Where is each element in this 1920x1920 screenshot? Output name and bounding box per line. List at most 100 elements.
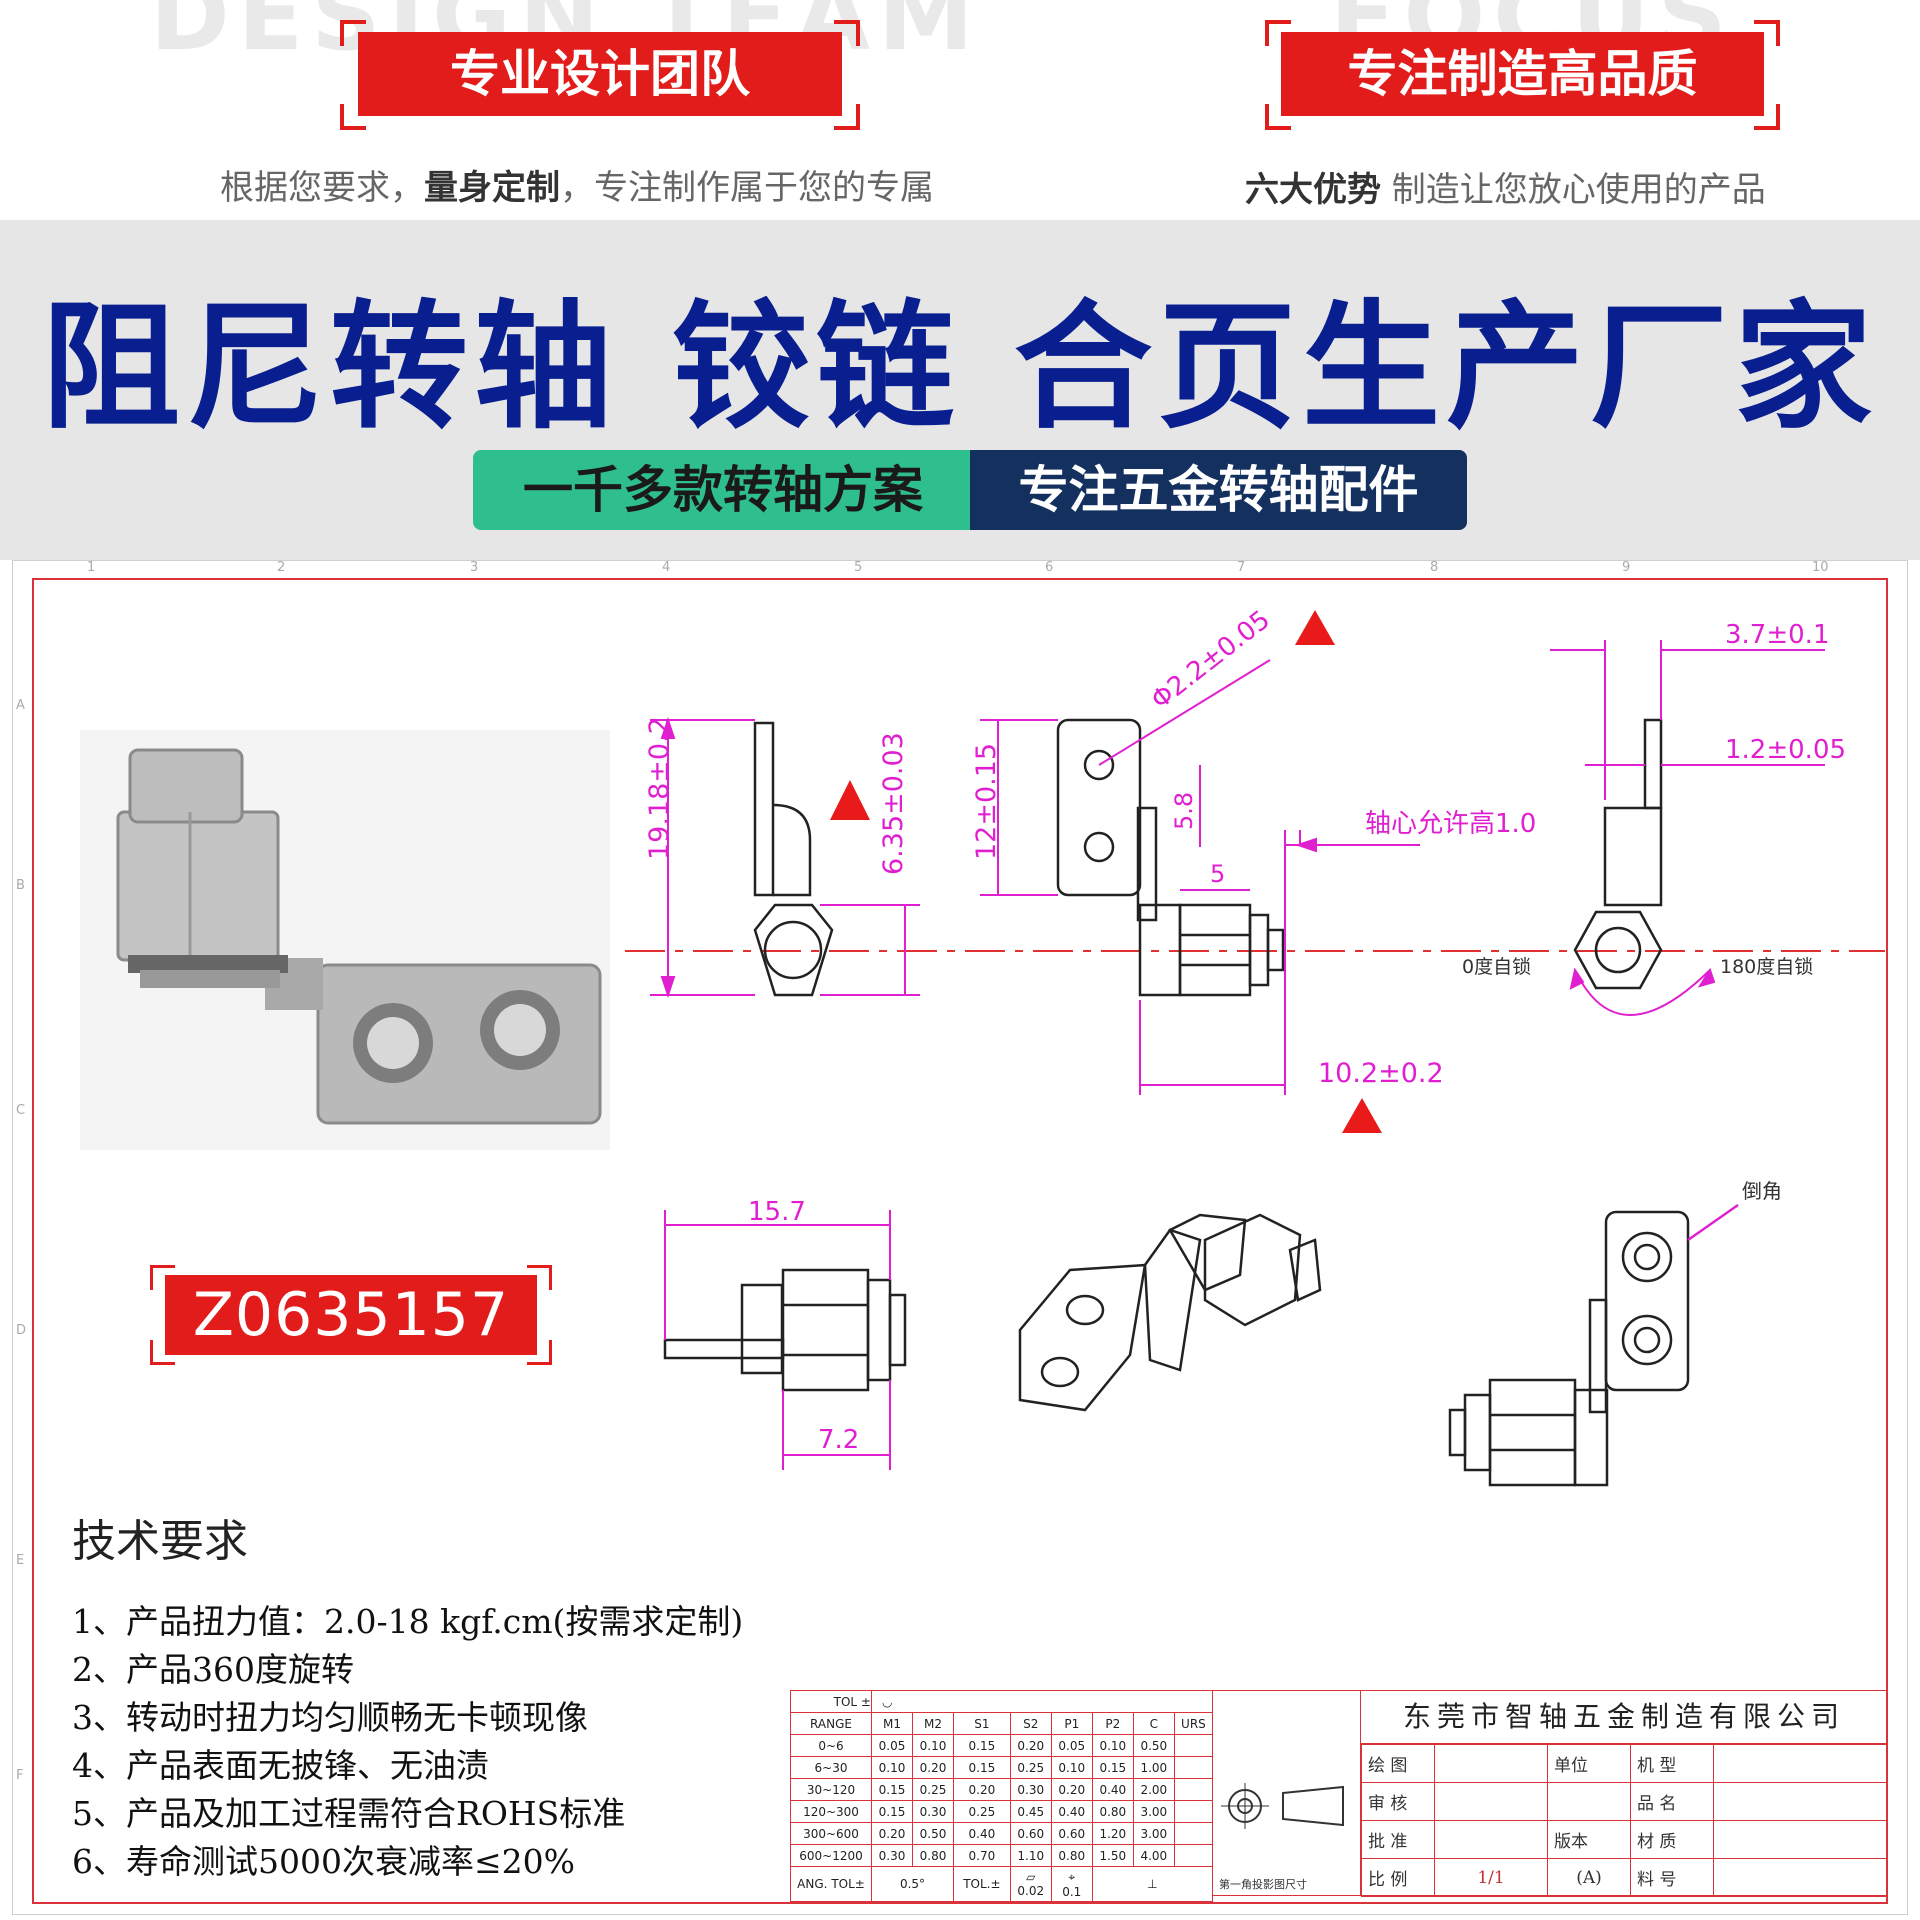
field-approve — [1434, 1820, 1548, 1859]
warning-triangle-icon — [1295, 610, 1335, 645]
table-row: 600~1200 0.30 0.80 0.70 1.10 0.80 1.50 4… — [790, 1844, 1214, 1867]
badge-design-team: 专业设计团队 — [340, 20, 860, 130]
table-cell: 0.15 — [870, 1778, 914, 1801]
grid-letter: E — [16, 1553, 25, 1568]
side-view-dimensions — [650, 716, 920, 999]
table-cell: 0.10 — [870, 1756, 914, 1779]
column-header: URS — [1173, 1712, 1214, 1735]
bottom-view — [663, 1268, 907, 1392]
label-model: 机 型 — [1630, 1744, 1714, 1783]
right-view — [1573, 718, 1663, 990]
grid-number: 9 — [1622, 560, 1631, 575]
table-cell: 0.15 — [953, 1734, 1011, 1757]
grid-number: 2 — [277, 560, 286, 575]
sheet-frame — [32, 578, 1888, 1904]
tol-symbol: ◡ — [871, 1690, 1213, 1713]
ang-label: ANG. — [797, 1877, 828, 1891]
right-view-dimensions — [1550, 640, 1825, 1016]
top-banner: DESIGN TEAM FOCUS 专业设计团队 专注制造高品质 根据您要求，量… — [0, 0, 1920, 220]
bottom-view-dimensions — [664, 1210, 891, 1470]
tol-header: TOL ± — [790, 1690, 872, 1713]
requirement-item: 4、产品表面无披锋、无油渍 — [72, 1746, 489, 1785]
grid-number: 10 — [1812, 560, 1829, 575]
range-cell: 600~1200 — [790, 1844, 872, 1867]
table-cell: 0.80 — [1091, 1800, 1134, 1823]
tagline-left: 一千多款转轴方案 — [473, 450, 973, 530]
field-unit — [1547, 1782, 1631, 1821]
subtitle-left: 根据您要求，量身定制，专注制作属于您的专属 — [220, 160, 934, 209]
table-cell: 0.40 — [1050, 1800, 1093, 1823]
table-cell: 1.00 — [1132, 1756, 1175, 1779]
table-cell: 0.05 — [1050, 1734, 1093, 1757]
grid-letter: A — [16, 698, 25, 713]
table-cell: 3.00 — [1132, 1822, 1175, 1845]
grid-number: 8 — [1430, 560, 1439, 575]
field-draw — [1434, 1744, 1548, 1783]
requirement-item: 6、寿命测试5000次衰减率≤20% — [72, 1842, 575, 1881]
grid-number: 4 — [662, 560, 671, 575]
table-cell: 0.15 — [870, 1800, 914, 1823]
table-cell: 0.20 — [912, 1756, 955, 1779]
table-cell: 0.10 — [1050, 1756, 1093, 1779]
isometric-view — [1018, 1213, 1322, 1412]
dimension-label: 10.2±0.2 — [1318, 1058, 1444, 1089]
tolerance-table: TOL ± ◡ RANGE M1 M2 S1 S2 P1 P2 C URS 0~… — [790, 1690, 1214, 1902]
tol2-label: TOL.± — [953, 1866, 1011, 1902]
page-title: 阻尼转轴 铰链 合页生产厂家 — [41, 287, 1879, 448]
table-cell: 0.10 — [1091, 1734, 1134, 1757]
grid-letter: F — [16, 1768, 24, 1783]
requirements-title: 技术要求 — [72, 1516, 248, 1567]
table-row: 6~30 0.10 0.20 0.15 0.25 0.10 0.15 1.00 — [790, 1756, 1214, 1779]
chamfer-label: 倒角 — [1742, 1179, 1782, 1203]
tagline-right: 专注五金转轴配件 — [970, 450, 1467, 530]
flatness-cell: ⏥0.02 — [1009, 1866, 1052, 1902]
column-header: M1 — [870, 1712, 914, 1735]
table-cell: 0.05 — [870, 1734, 914, 1757]
table-cell: 1.10 — [1009, 1844, 1052, 1867]
dimension-label: 12±0.15 — [971, 743, 1002, 860]
column-header: P1 — [1050, 1712, 1093, 1735]
projection-box: 第一角投影图尺寸 — [1213, 1690, 1361, 1896]
label-part-no: 料 号 — [1630, 1858, 1714, 1897]
badge-quality: 专注制造高品质 — [1265, 20, 1780, 130]
flatness-value: 0.02 — [1017, 1884, 1045, 1898]
grid-number: 5 — [854, 560, 863, 575]
product-photo — [80, 730, 610, 1150]
table-cell: 0.70 — [953, 1844, 1011, 1867]
table-cell: 0.20 — [1009, 1734, 1052, 1757]
label-check: 审 核 — [1361, 1782, 1435, 1821]
lock-label: 0度自锁 — [1462, 956, 1531, 978]
field-name — [1713, 1782, 1887, 1821]
label-unit: 单位 — [1547, 1744, 1631, 1783]
subtitle-text: 制造让您放心使用的产品 — [1381, 170, 1766, 210]
table-cell — [1173, 1844, 1214, 1867]
subtitle-text: 根据您要求， — [220, 168, 424, 208]
table-cell: 0.25 — [1009, 1756, 1052, 1779]
model-badge — [150, 1265, 552, 1365]
requirement-item: 2、产品360度旋转 — [72, 1650, 354, 1689]
table-cell — [1173, 1800, 1214, 1823]
dimension-label: Φ2.2±0.05 — [1146, 605, 1276, 716]
subtitle-bold: 六大优势 — [1245, 170, 1381, 210]
label-draw: 绘 图 — [1361, 1744, 1435, 1783]
table-row: 30~120 0.15 0.25 0.20 0.30 0.20 0.40 2.0… — [790, 1778, 1214, 1801]
label-material: 材 质 — [1630, 1820, 1714, 1859]
dimension-label: 15.7 — [748, 1197, 806, 1227]
table-cell: 0.80 — [1050, 1844, 1093, 1867]
table-cell: 0.40 — [1091, 1778, 1134, 1801]
column-header: P2 — [1091, 1712, 1134, 1735]
ang-value: 0.5° — [870, 1866, 955, 1902]
table-cell: 1.50 — [1091, 1844, 1134, 1867]
range-cell: 30~120 — [790, 1778, 872, 1801]
table-cell: 0.20 — [1050, 1778, 1093, 1801]
table-cell — [1173, 1734, 1214, 1757]
model-number: Z0635157 — [165, 1275, 537, 1355]
scale-value: 1/1 — [1434, 1858, 1548, 1897]
table-cell: 1.20 — [1091, 1822, 1134, 1845]
perpendicular-cell: ⊥ — [1091, 1866, 1214, 1902]
table-cell: 0.50 — [912, 1822, 955, 1845]
table-cell: 0.50 — [1132, 1734, 1175, 1757]
column-header: M2 — [912, 1712, 955, 1735]
table-row: 0~6 0.05 0.10 0.15 0.20 0.05 0.10 0.50 — [790, 1734, 1214, 1757]
